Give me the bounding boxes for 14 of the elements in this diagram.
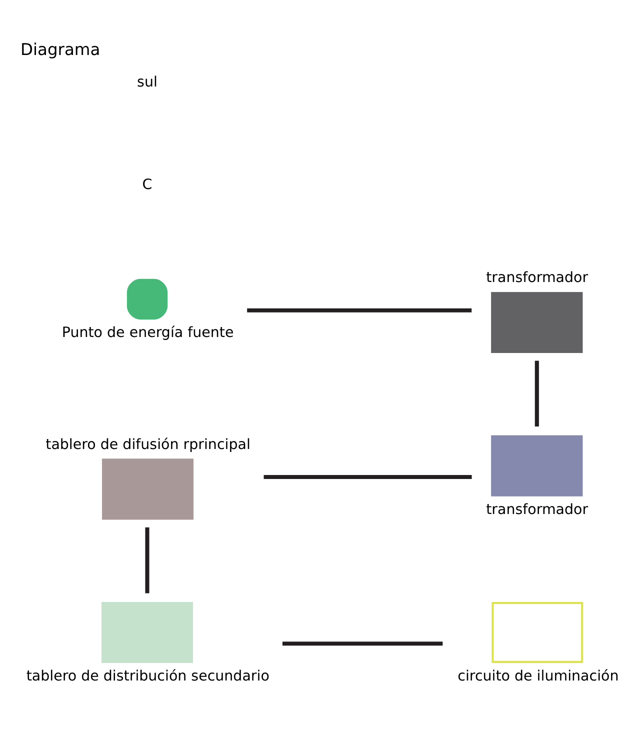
node-label: transformador [486, 270, 588, 286]
diagram-title: Diagrama [20, 40, 100, 60]
connector [247, 308, 472, 312]
label: sul [137, 74, 158, 91]
connector [282, 642, 443, 646]
node-label: Punto de energía fuente [62, 324, 234, 341]
connector [534, 360, 539, 427]
connector [145, 527, 150, 594]
label: C [142, 177, 152, 194]
node-label: tablero de difusión rprincipal [46, 436, 250, 453]
node-label: transformador [486, 502, 588, 518]
node-label: tablero de distribución secundario [26, 668, 270, 684]
node-label: circuito de iluminación [458, 668, 619, 684]
connector [264, 474, 472, 480]
